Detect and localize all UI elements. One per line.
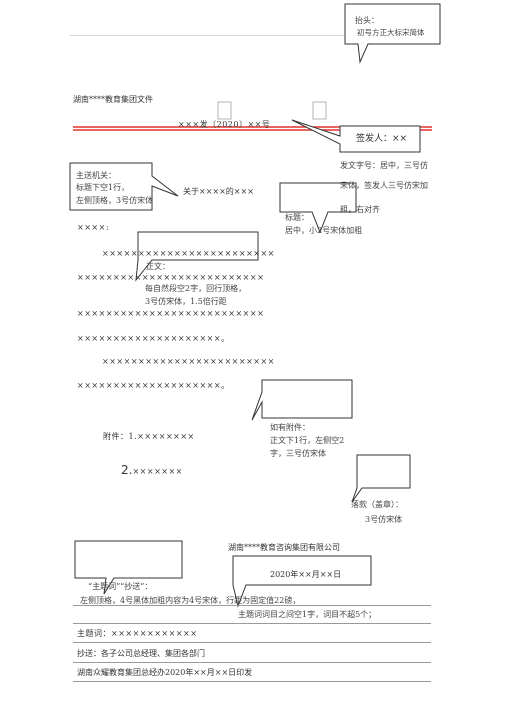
date-callout-box [232, 555, 372, 608]
signer-desc-line1: 发文字号：居中，三号仿 [340, 161, 428, 170]
recipient-callout-box [69, 162, 179, 211]
body-para2-line1: ×××××××××××××××××××××××× [102, 357, 275, 366]
seal-callout-box [351, 454, 411, 503]
footer-rule-4 [73, 662, 431, 663]
attachment-callout-box [251, 379, 353, 421]
footer-rule-5 [73, 681, 431, 682]
header-note-body: 初号方正大标宋简体 [357, 28, 425, 37]
recipient-note-title: 主送机关： [76, 171, 116, 180]
body-para2-line2: ××××××××××××××××××××。 [77, 381, 230, 390]
body-para1-line3: ×××××××××××××××××××××××××× [77, 309, 265, 318]
keyword-note-title: “主题词”“抄送”： [88, 582, 153, 591]
recipient-note-line2: 左侧顶格，3号仿宋体 [76, 196, 154, 205]
keyword-note-line2: 主题词词目之间空1字，词目不超5个； [238, 610, 377, 619]
body-note-line2: 3号仿宋体，1.5倍行距 [145, 297, 227, 306]
attachment-item-1: 附件：1.×××××××× [103, 432, 195, 441]
title-note-line1: 标题： [285, 213, 309, 222]
body-para1-line2: ×××××××××××××××××××××××××× [77, 273, 265, 282]
keyword-note-line1: 左侧顶格，4号黑体加粗内容为4号宋体，行距为固定值22磅， [80, 596, 301, 605]
footer-cc: 抄送：各子公司总经理、集团各部门 [77, 649, 205, 658]
seal-note-title: 落款（盖章）： [351, 500, 403, 509]
body-note-line1: 每自然段空2字，回行顶格， [145, 284, 247, 293]
footer-rule-1 [73, 605, 431, 606]
placeholder-square-right [312, 101, 327, 120]
signer-title: 签发人：×× [356, 134, 408, 144]
attachment-item-2: 2.××××××× [121, 463, 183, 477]
signature-date: 2020年××月××日 [270, 570, 342, 579]
attachment-note-title: 如有附件： [270, 423, 310, 432]
footer-keywords: 主题词：×××××××××××× [77, 629, 198, 638]
signer-desc-line3: 粗，右对齐 [340, 205, 380, 214]
title-callout-box [279, 182, 357, 234]
org-header-line: 湖南****教育集团文件 [73, 95, 153, 104]
footer-rule-3 [73, 642, 431, 643]
recipient-line: ××××: [77, 223, 110, 232]
document-number: ×××发〔2020〕××号 [178, 120, 271, 129]
title-note-line2: 居中，小2号宋体加粗 [285, 226, 363, 235]
footer-issuer: 湖南众耀教育集团总经办2020年××月××日印发 [77, 668, 253, 677]
body-callout-box [135, 231, 259, 282]
attachment-note-line1: 正文下1行，左侧空2 [270, 436, 345, 445]
body-note-title: 正文： [146, 262, 170, 271]
page-top-edge [70, 35, 430, 36]
recipient-note-line1: 标题下空1行， [76, 183, 130, 192]
placeholder-square-left [217, 101, 232, 120]
body-para1-line4: ××××××××××××××××××××。 [77, 334, 230, 343]
document-title: 关于××××的××× [183, 187, 254, 196]
signer-callout-box [291, 119, 421, 153]
signer-desc-line2: 宋体，签发人三号仿宋加 [340, 181, 428, 190]
seal-note-body: 3号仿宋体 [365, 515, 403, 524]
keyword-callout-box [74, 540, 183, 595]
attachment-item-2-text: ××××××× [132, 467, 183, 476]
header-note-title: 抬头： [355, 16, 379, 25]
attachment-item-2-number: 2. [121, 463, 133, 477]
footer-rule-2 [73, 623, 431, 624]
signature-company: 湖南****教育咨询集团有限公司 [228, 543, 340, 552]
header-callout-box [344, 3, 441, 64]
attachment-note-line2: 字，三号仿宋体 [270, 449, 326, 458]
body-para1-line1: ×××××××××××××××××××××××× [102, 249, 275, 258]
